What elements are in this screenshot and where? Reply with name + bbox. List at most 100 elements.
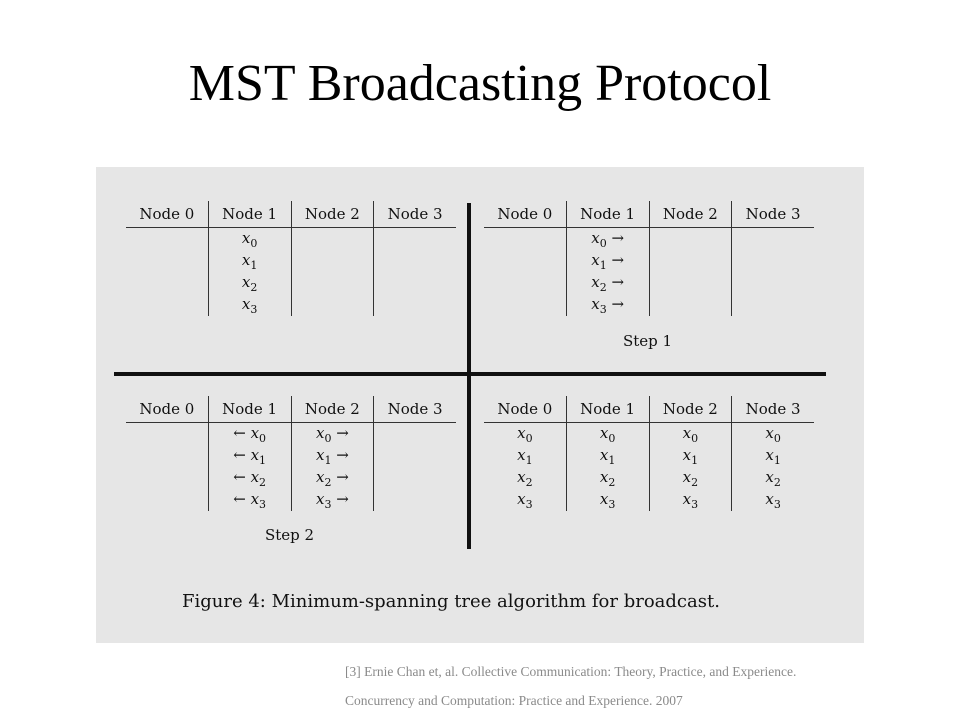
- table-cell: ← x1: [207, 445, 291, 467]
- table-cell: [373, 250, 456, 272]
- table-row: ← x1 x1 →: [126, 445, 456, 467]
- variable-cell: x1 →: [315, 445, 349, 467]
- citation-line-1: [3] Ernie Chan et, al. Collective Commun…: [345, 664, 797, 679]
- table-cell: x0: [484, 423, 566, 446]
- variable-cell: x1: [599, 445, 616, 467]
- table-cell: x0: [207, 227, 291, 250]
- variable-cell: x1: [241, 250, 258, 272]
- variable-cell: x2: [241, 272, 258, 294]
- node-header: Node 1: [565, 396, 649, 423]
- table-cell: [373, 294, 456, 316]
- step-1-label: Step 1: [623, 332, 673, 350]
- variable-cell: ← x1: [233, 445, 267, 467]
- node-header: Node 3: [731, 201, 814, 228]
- table-cell: x1: [648, 445, 732, 467]
- table-row: x1 →: [484, 250, 814, 272]
- table-cell: [126, 467, 208, 489]
- node-header: Node 3: [373, 396, 456, 423]
- variable-cell: x1 →: [591, 250, 625, 272]
- table-row: x1: [126, 250, 456, 272]
- table-cell: [290, 294, 374, 316]
- table-cell: [648, 227, 732, 250]
- step-2-label: Step 2: [265, 526, 315, 544]
- variable-cell: x0: [765, 423, 781, 445]
- table-row: x0 →: [484, 227, 814, 251]
- table-cell: [484, 250, 566, 272]
- table-cell: x3: [731, 489, 814, 511]
- table-cell: [373, 467, 456, 489]
- citation: [3] Ernie Chan et, al. Collective Commun…: [345, 657, 945, 715]
- table-cell: x2: [565, 467, 649, 489]
- table-row: x3 x3 x3 x3: [484, 489, 814, 511]
- table-cell: x0 →: [565, 227, 649, 250]
- node-header: Node 2: [648, 201, 732, 228]
- table-cell: x3 →: [290, 489, 374, 511]
- table-cell: [373, 227, 456, 250]
- table-cell: [648, 294, 732, 316]
- node-header: Node 2: [290, 396, 374, 423]
- node-header: Node 0: [126, 201, 209, 228]
- table-cell: [731, 272, 814, 294]
- slide-title: MST Broadcasting Protocol: [188, 55, 772, 112]
- variable-cell: x1: [517, 445, 533, 467]
- variable-cell: ← x3: [233, 489, 267, 511]
- vertical-divider: [467, 203, 471, 549]
- citation-line-2: Concurrency and Computation: Practice an…: [345, 693, 683, 708]
- table-cell: x2: [731, 467, 814, 489]
- node-header: Node 0: [484, 201, 567, 228]
- table-cell: ← x2: [207, 467, 291, 489]
- node-header: Node 1: [565, 201, 649, 228]
- table-row: ← x3 x3 →: [126, 489, 456, 511]
- table-cell: x2 →: [565, 272, 649, 294]
- table-cell: x1 →: [290, 445, 374, 467]
- table-row: x2: [126, 272, 456, 294]
- node-header: Node 3: [731, 396, 814, 423]
- variable-cell: x3: [682, 489, 699, 511]
- variable-cell: x0 →: [591, 228, 625, 250]
- node-header: Node 0: [126, 396, 209, 423]
- table-cell: [126, 294, 208, 316]
- variable-cell: x0: [241, 228, 258, 250]
- table-cell: ← x3: [207, 489, 291, 511]
- variable-cell: x3: [517, 489, 533, 511]
- table-row: ← x0 x0 →: [126, 422, 456, 446]
- variable-cell: x0: [599, 423, 616, 445]
- table-cell: ← x0: [207, 422, 291, 445]
- table-cell: x0: [648, 422, 732, 445]
- table-cell: x1 →: [565, 250, 649, 272]
- table-cell: [126, 228, 208, 251]
- table-cell: [484, 272, 566, 294]
- table-cell: x1: [731, 445, 814, 467]
- table-cell: [373, 445, 456, 467]
- table-row: x3: [126, 294, 456, 316]
- variable-cell: x2 →: [591, 272, 625, 294]
- table-cell: x2: [484, 467, 566, 489]
- table-cell: x0: [731, 422, 814, 445]
- node-header: Node 1: [207, 201, 291, 228]
- table-cell: [484, 228, 566, 251]
- variable-cell: x0: [682, 423, 699, 445]
- node-header: Node 2: [648, 396, 732, 423]
- table-cell: x0: [565, 422, 649, 445]
- variable-cell: ← x0: [233, 423, 267, 445]
- table-cell: x3: [565, 489, 649, 511]
- node-header: Node 2: [290, 201, 374, 228]
- table-cell: [290, 227, 374, 250]
- table-cell: [126, 423, 208, 446]
- variable-cell: x3 →: [315, 489, 349, 511]
- variable-cell: x2: [599, 467, 616, 489]
- table-cell: [731, 227, 814, 250]
- variable-cell: x2: [517, 467, 533, 489]
- table-cell: x3: [648, 489, 732, 511]
- table-row: x0 x0 x0 x0: [484, 422, 814, 446]
- variable-cell: x3: [765, 489, 781, 511]
- table-cell: x1: [207, 250, 291, 272]
- table-cell: x3: [207, 294, 291, 316]
- table-cell: [731, 294, 814, 316]
- table-cell: x0 →: [290, 422, 374, 445]
